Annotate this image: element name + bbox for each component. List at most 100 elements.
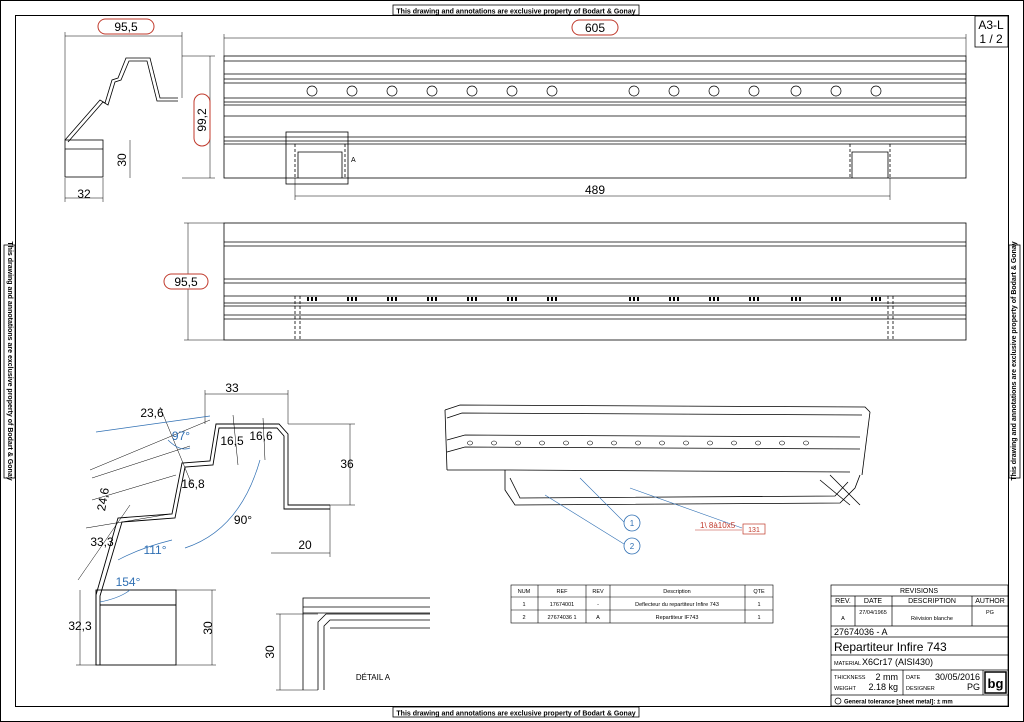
rev-header-date: DATE <box>864 598 882 605</box>
weld-ref: 131 <box>748 527 760 534</box>
dim-99-2: 99,2 <box>195 108 209 132</box>
bom-cell: 1 <box>522 602 525 608</box>
dim-32-3: 32,3 <box>68 619 92 633</box>
dim-bubble-605 <box>571 19 619 36</box>
slot-mark <box>355 297 357 301</box>
dim-24-6: 24,6 <box>94 486 112 512</box>
angle-90: 90° <box>234 513 252 527</box>
isometric-view <box>444 404 871 506</box>
notice-bottom: This drawing and annotations are exclusi… <box>396 711 635 718</box>
slot-mark <box>471 297 473 301</box>
weight-label: WEIGHT <box>834 686 857 692</box>
hole-row <box>306 85 882 97</box>
section-angle-arcs <box>95 415 261 603</box>
dim-32: 32 <box>77 187 91 201</box>
section-profile <box>95 423 330 666</box>
dim-605: 605 <box>585 21 605 35</box>
bom-cell: 1 <box>757 602 760 608</box>
front-elevation <box>223 55 967 179</box>
rev-header-description: DESCRIPTION <box>908 598 956 605</box>
slot-mark <box>555 297 557 301</box>
slot-mark <box>547 297 549 301</box>
angle-154: 154° <box>116 575 141 589</box>
slot-mark <box>315 297 317 301</box>
balloon-2 <box>623 537 641 555</box>
iso-hole <box>779 440 785 446</box>
iso-hole <box>731 440 737 446</box>
slot-mark <box>839 297 841 301</box>
hole <box>870 85 882 97</box>
iso-hole <box>563 440 569 446</box>
slot-mark <box>347 297 349 301</box>
dim-36: 36 <box>340 457 354 471</box>
slot-mark <box>753 297 755 301</box>
hole <box>668 85 680 97</box>
detail-a-frame <box>285 131 349 185</box>
revisions-header: REV. DATE DESCRIPTION AUTHOR <box>835 598 1005 605</box>
bom-cell: Deflecteur du repartiteur Infire 743 <box>635 602 719 608</box>
slot-mark <box>713 297 715 301</box>
bom-cell: 17674001 <box>550 602 574 608</box>
slot-mark <box>677 297 679 301</box>
hole <box>546 85 558 97</box>
elevation-dimension-lines <box>223 34 967 200</box>
bom-row-1: 1 17674001 - Deflecteur du repartiteur I… <box>522 602 760 608</box>
rev-header-rev: REV. <box>835 598 851 605</box>
iso-hole <box>659 440 665 446</box>
slot-mark <box>835 297 837 301</box>
slot-mark <box>831 297 833 301</box>
slot-row <box>307 297 881 301</box>
dim-20: 20 <box>298 538 312 552</box>
profile-dimension-lines <box>64 32 215 202</box>
sheet-size-box <box>974 15 1009 48</box>
thickness-value: 2 mm <box>876 672 899 682</box>
dim-bubble-95-5-mid <box>163 273 209 290</box>
detail-a-view <box>302 597 430 690</box>
hole <box>830 85 842 97</box>
iso-hole <box>707 440 713 446</box>
dim-23-6: 23,6 <box>140 406 164 420</box>
slot-mark <box>717 297 719 301</box>
balloon-1 <box>623 514 641 532</box>
dim-95-5-mid: 95,5 <box>174 275 198 289</box>
detail-dimension-lines <box>276 613 318 691</box>
iso-hole-row <box>467 440 809 446</box>
angle-97: 97° <box>172 429 190 443</box>
hole <box>346 85 358 97</box>
rev-cell: A <box>841 616 845 622</box>
revisions-row: A 27/04/1965 Révision blanche PG <box>841 610 994 622</box>
detail-a-marker: A <box>351 157 356 164</box>
rev-cell: Révision blanche <box>911 616 953 622</box>
dim-bubble-95-5-top <box>97 18 155 35</box>
detail-label: DÉTAIL A <box>356 673 391 682</box>
general-tolerance: General tolerance [sheet metal]: ± mm <box>844 700 953 706</box>
slot-mark <box>709 297 711 301</box>
slot-mark <box>507 297 509 301</box>
slot-mark <box>879 297 881 301</box>
revisions-title: REVISIONS <box>900 588 938 595</box>
date-label: DATE <box>906 675 921 681</box>
hole <box>748 85 760 97</box>
slot-mark <box>875 297 877 301</box>
slot-mark <box>427 297 429 301</box>
dim-30-left: 30 <box>115 153 129 167</box>
iso-hole <box>491 440 497 446</box>
bom-header-rev: REV <box>592 589 604 595</box>
dim-30-section: 30 <box>201 621 215 635</box>
thickness-label: THICKNESS <box>834 675 866 681</box>
part-number: 27674036 - A <box>834 627 888 637</box>
slot-mark <box>669 297 671 301</box>
iso-hole <box>755 440 761 446</box>
dim-95-5-top: 95,5 <box>114 20 138 34</box>
notice-left: This drawing and annotations are exclusi… <box>6 241 13 480</box>
dim-bubble-99-2 <box>193 93 211 147</box>
slot-mark <box>629 297 631 301</box>
hole <box>426 85 438 97</box>
plan-view <box>223 222 967 341</box>
bom-header-num: NUM <box>518 589 531 595</box>
slot-mark <box>351 297 353 301</box>
bom-cell: 27674036 1 <box>547 615 576 621</box>
slot-mark <box>311 297 313 301</box>
bom-cell: A <box>596 615 600 621</box>
